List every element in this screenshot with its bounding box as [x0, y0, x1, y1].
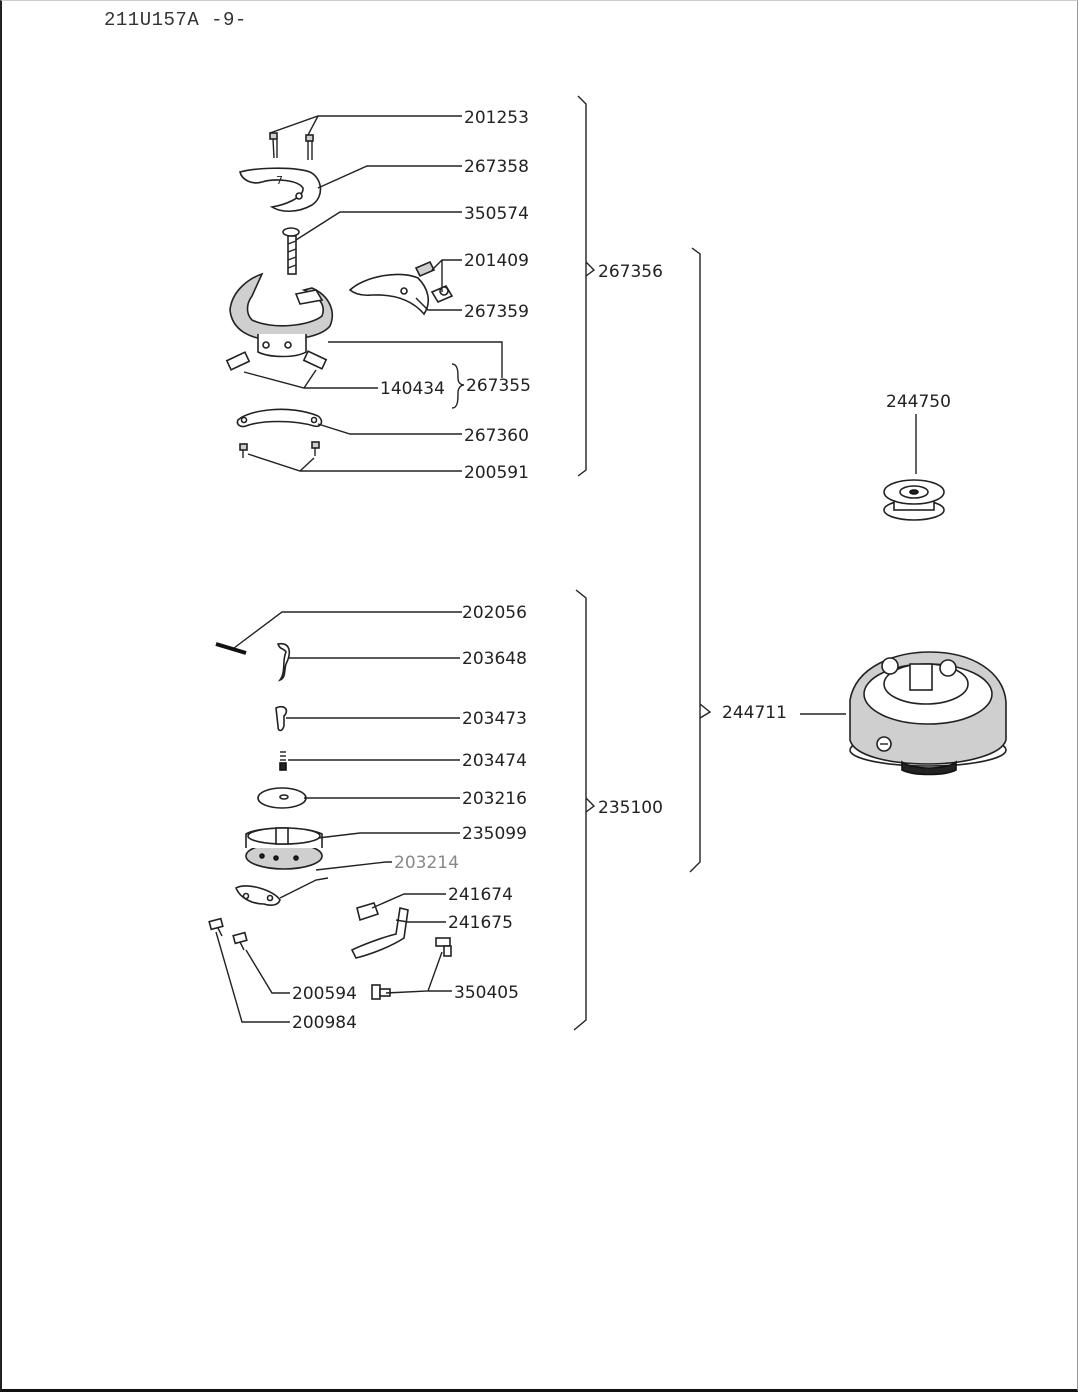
part-label-350574: 350574 [464, 204, 529, 224]
lever-icon [275, 705, 288, 732]
hook-gib-plate-icon [239, 167, 322, 213]
part-label-235100: 235100 [598, 798, 663, 818]
pin-icon [414, 260, 454, 304]
part-label-203214: 203214 [394, 853, 459, 873]
part-label-200591: 200591 [464, 463, 529, 483]
part-label-235099: 235099 [462, 824, 527, 844]
part-label-350405: 350405 [454, 983, 519, 1003]
page-number: -9- [211, 9, 247, 31]
part-label-200594: 200594 [292, 984, 357, 1004]
part-label-244750: 244750 [886, 392, 951, 412]
part-label-203473: 203473 [462, 709, 527, 729]
part-label-267358: 267358 [464, 157, 529, 177]
bobbin-case-icon [245, 827, 323, 870]
part-label-267359: 267359 [464, 302, 529, 322]
washer-icon [257, 787, 307, 809]
rotary-hook-icon [800, 651, 1007, 776]
part-label-140434: 140434 [380, 379, 445, 399]
screw-icon [225, 350, 328, 371]
latch-icon [276, 642, 291, 682]
part-label-203474: 203474 [462, 751, 527, 771]
part-label-267356: 267356 [598, 262, 663, 282]
block-icon [356, 902, 380, 922]
bobbin-icon [883, 414, 945, 521]
rotary-hook-icon [229, 272, 334, 358]
part-label-201253: 201253 [464, 108, 529, 128]
screw-icon [239, 441, 320, 458]
gib-icon [348, 273, 430, 316]
svg-text:7: 7 [276, 174, 283, 187]
doc-code: 211U157A [104, 9, 200, 31]
part-label-201409: 201409 [464, 251, 529, 271]
plate-icon [235, 885, 281, 906]
screw-icon [208, 917, 248, 951]
part-label-241674: 241674 [448, 885, 513, 905]
screw-icon [282, 227, 300, 275]
screw-icon [305, 134, 314, 160]
screw-icon [371, 937, 452, 1000]
bracket-icon [350, 907, 409, 959]
part-label-203216: 203216 [462, 789, 527, 809]
part-label-203648: 203648 [462, 649, 527, 669]
plate-icon [236, 408, 323, 428]
part-label-241675: 241675 [448, 913, 513, 933]
part-label-267360: 267360 [464, 426, 529, 446]
part-label-267355: 267355 [466, 376, 531, 396]
part-label-202056: 202056 [462, 603, 527, 623]
part-label-200984: 200984 [292, 1013, 357, 1033]
screw-icon [269, 132, 278, 159]
page-header: 211U157A -9- [104, 9, 247, 31]
spring-icon [279, 751, 287, 771]
pin-icon [215, 642, 247, 655]
part-label-244711: 244711 [722, 703, 787, 723]
